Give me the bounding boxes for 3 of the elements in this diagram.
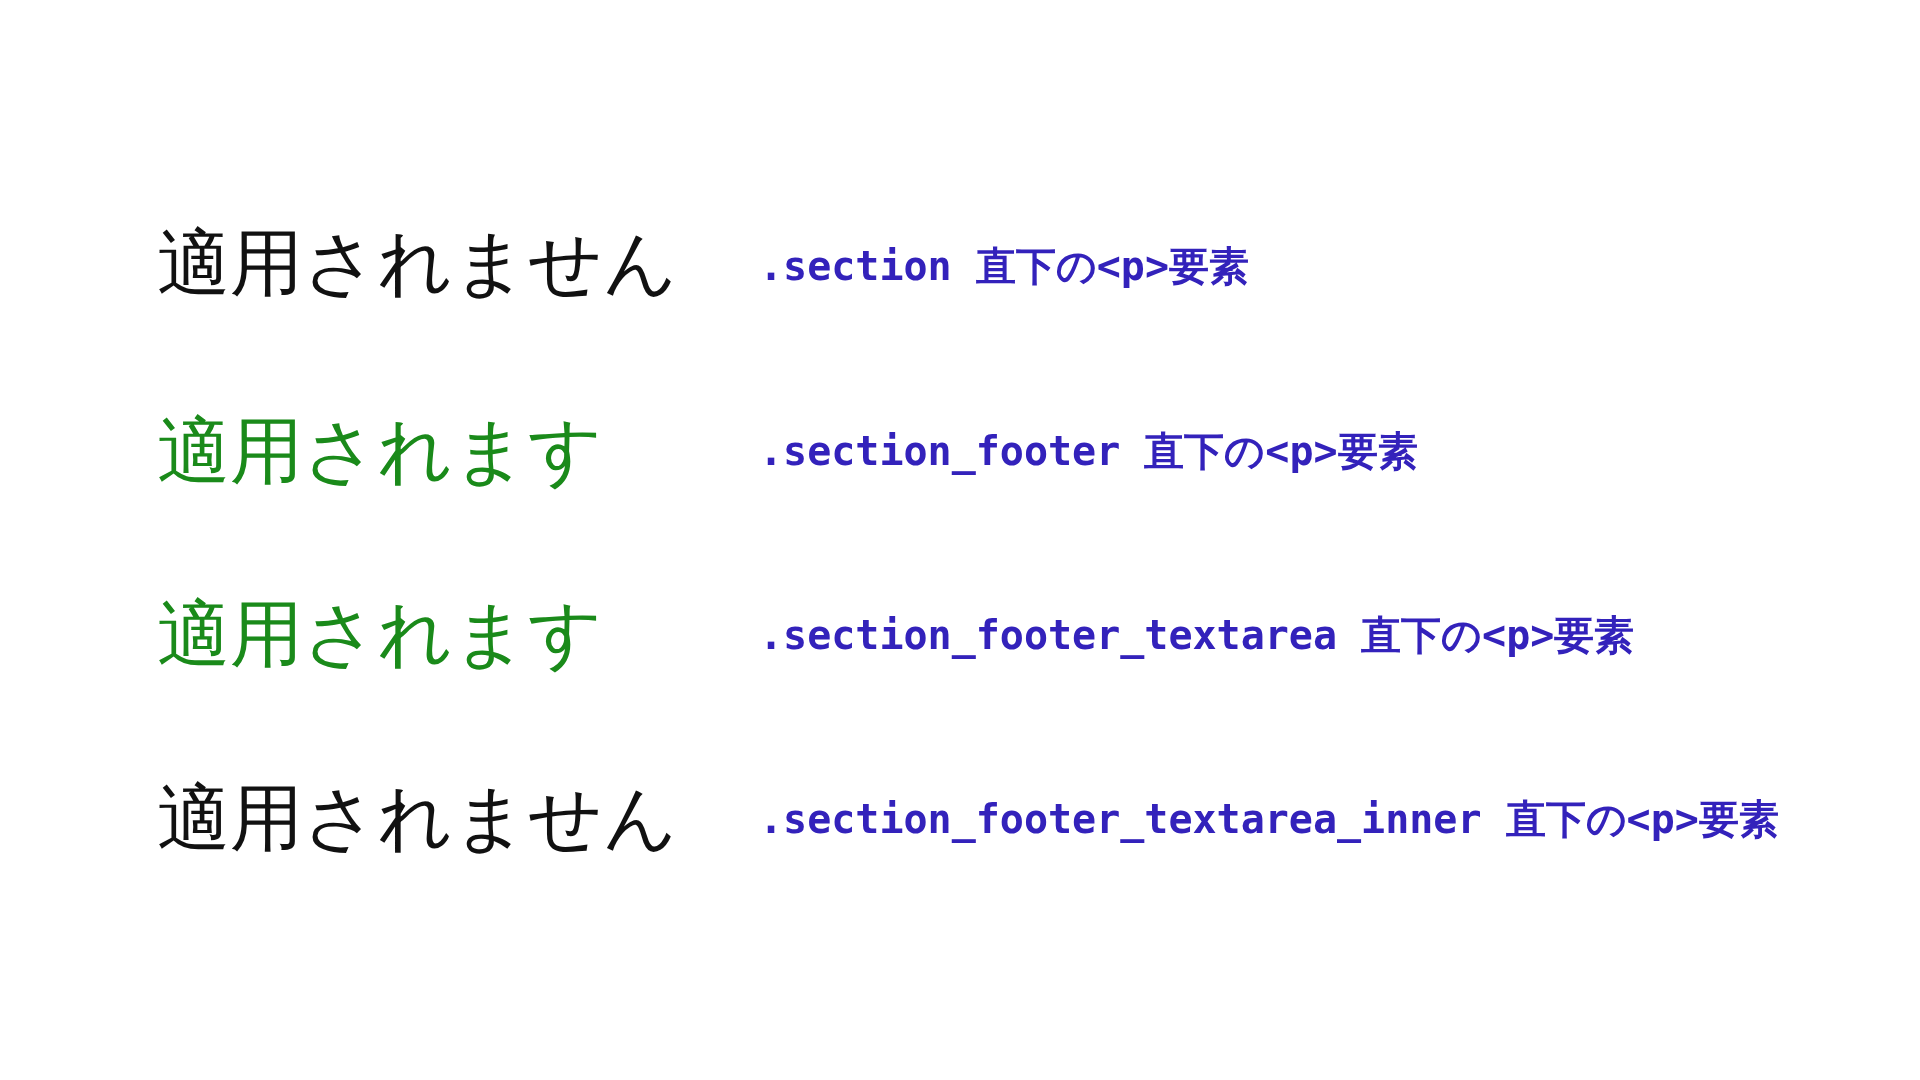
- result-text: 適用されません: [157, 226, 678, 299]
- selector-label: .section 直下の<p>要素: [759, 246, 1249, 286]
- result-text: 適用されません: [157, 781, 678, 854]
